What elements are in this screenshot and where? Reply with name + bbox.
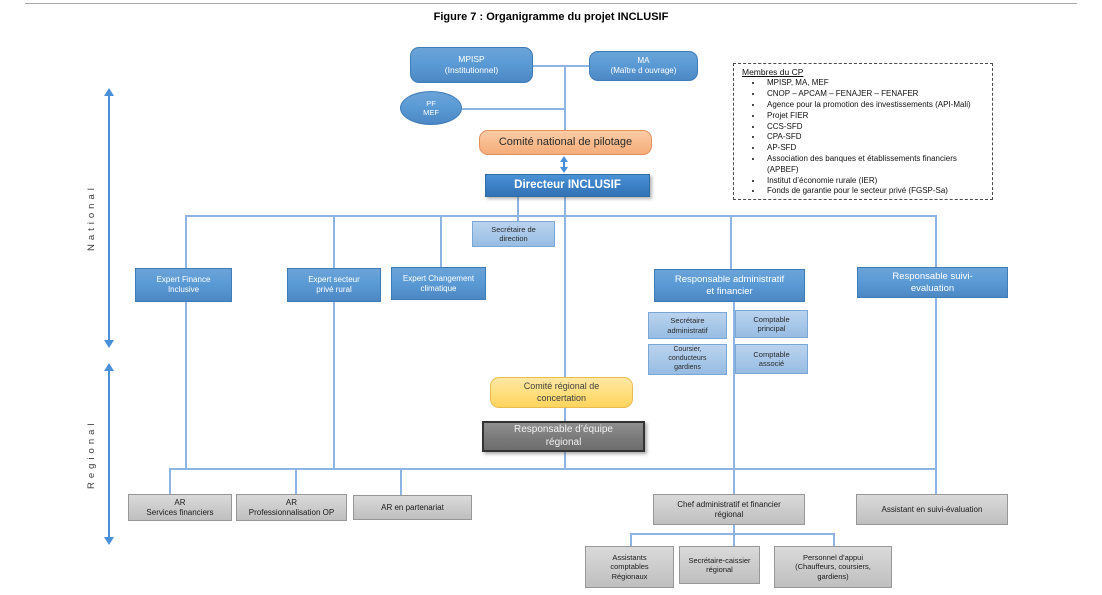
node-comptable-principal: Comptable principal (735, 310, 808, 338)
arrow-down-icon (104, 340, 114, 348)
members-cp-item: Association des banques et établissement… (763, 154, 986, 175)
connector-top-vertical (564, 65, 566, 130)
drop-expert-secteur (333, 215, 335, 268)
top-rule (25, 3, 1077, 4)
bracket-chef-stem (733, 525, 735, 533)
node-ar-services-financiers: AR Services financiers (128, 494, 232, 521)
node-secretaire-administratif: Secrétaire administratif (648, 312, 727, 339)
arrow-down-icon (560, 167, 568, 173)
node-chef-administratif-financier-regional: Chef administratif et financier régional (653, 494, 805, 525)
connector-central-vertical (564, 215, 566, 468)
drop-ar-partenariat (400, 468, 402, 495)
members-cp-item: Projet FIER (763, 111, 986, 121)
node-comptable-associe: Comptable associé (735, 344, 808, 374)
arrow-shaft (108, 371, 110, 537)
connector-pf-mef (462, 108, 565, 110)
node-pf-mef: PF MEF (400, 91, 462, 125)
members-cp-item: Institut d’économie rurale (IER) (763, 176, 986, 186)
pilotage-directeur-arrow (559, 156, 569, 173)
regional-scope-arrow (104, 363, 114, 545)
connector-admin-column (733, 302, 735, 494)
national-scope-label: National (86, 184, 97, 252)
node-ar-professionnalisation-op: AR Professionnalisation OP (236, 494, 347, 521)
spine-national (185, 215, 935, 217)
members-cp-list: MPISP, MA, MEF CNOP – APCAM – FENAJER – … (742, 78, 986, 197)
node-responsable-suivi-evaluation: Responsable suivi- evaluation (857, 267, 1008, 298)
arrow-down-icon (104, 537, 114, 545)
node-assistants-comptables-regionaux: Assistants comptables Régionaux (585, 546, 674, 588)
connector-mpisp-ma (533, 65, 591, 67)
members-cp-item: Agence pour la promotion des investissem… (763, 100, 986, 110)
node-expert-secteur-prive-rural: Expert secteur privé rural (287, 268, 381, 302)
node-personnel-appui: Personnel d’appui (Chauffeurs, coursiers… (774, 546, 892, 588)
connector-suivi-column (935, 298, 937, 494)
members-cp-item: MPISP, MA, MEF (763, 78, 986, 88)
members-cp-item: CPA-SFD (763, 132, 986, 142)
node-secretaire-caissier-regional: Secrétaire-caissier régional (679, 546, 760, 584)
arrow-shaft (108, 96, 110, 340)
node-secretaire-direction: Secrétaire de direction (472, 221, 555, 247)
node-expert-changement-climatique: Expert Changement climatique (391, 267, 486, 300)
node-directeur-inclusif: Directeur INCLUSIF (485, 174, 650, 197)
bracket-chef-horizontal (630, 533, 834, 535)
members-cp-item: CNOP – APCAM – FENAJER – FENAFER (763, 89, 986, 99)
figure-title: Figure 7 : Organigramme du projet INCLUS… (433, 11, 669, 23)
members-cp-item: Fonds de garantie pour le secteur privé … (763, 186, 986, 196)
bracket-drop-assistants (630, 533, 632, 546)
arrow-shaft (562, 162, 566, 167)
node-expert-finance-inclusive: Expert Finance Inclusive (135, 268, 232, 302)
members-cp-title: Membres du CP (742, 67, 804, 77)
bracket-drop-personnel (833, 533, 835, 546)
node-responsable-administratif-financier: Responsable administratif et financier (654, 269, 805, 302)
drop-ar-services (169, 468, 171, 494)
node-ar-en-partenariat: AR en partenariat (353, 495, 472, 520)
connector-expert-finance-down (185, 302, 187, 468)
node-ma: MA (Maître d ouvrage) (589, 51, 698, 81)
arrow-up-icon (104, 88, 114, 96)
node-responsable-equipe-regional: Responsable d’équipe régional (482, 421, 645, 452)
node-assistant-suivi-evaluation: Assistant en suivi-évaluation (856, 494, 1008, 525)
national-scope-arrow (104, 88, 114, 348)
bracket-drop-caissier (733, 533, 735, 546)
node-coursier-conducteurs-gardiens: Coursier, conducteurs gardiens (648, 344, 727, 375)
drop-expert-finance (185, 215, 187, 268)
arrow-up-icon (104, 363, 114, 371)
node-comite-national-pilotage: Comité national de pilotage (479, 130, 652, 155)
connector-directeur-spine (564, 197, 566, 215)
node-comite-regional-concertation: Comité régional de concertation (490, 377, 633, 408)
arrow-up-icon (560, 156, 568, 162)
connector-directeur-secretariat (517, 197, 519, 221)
regional-scope-label: Regional (86, 419, 97, 489)
node-mpisp: MPISP (Institutionnel) (410, 47, 533, 83)
spine-regional (169, 468, 935, 470)
members-cp-panel: Membres du CP MPISP, MA, MEF CNOP – APCA… (733, 63, 993, 200)
drop-expert-changement (440, 215, 442, 267)
connector-expert-secteur-down (333, 302, 335, 468)
members-cp-item: CCS-SFD (763, 122, 986, 132)
drop-resp-suivi (935, 215, 937, 267)
drop-resp-admin (730, 215, 732, 269)
drop-ar-professionnalisation (295, 468, 297, 494)
members-cp-item: AP-SFD (763, 143, 986, 153)
